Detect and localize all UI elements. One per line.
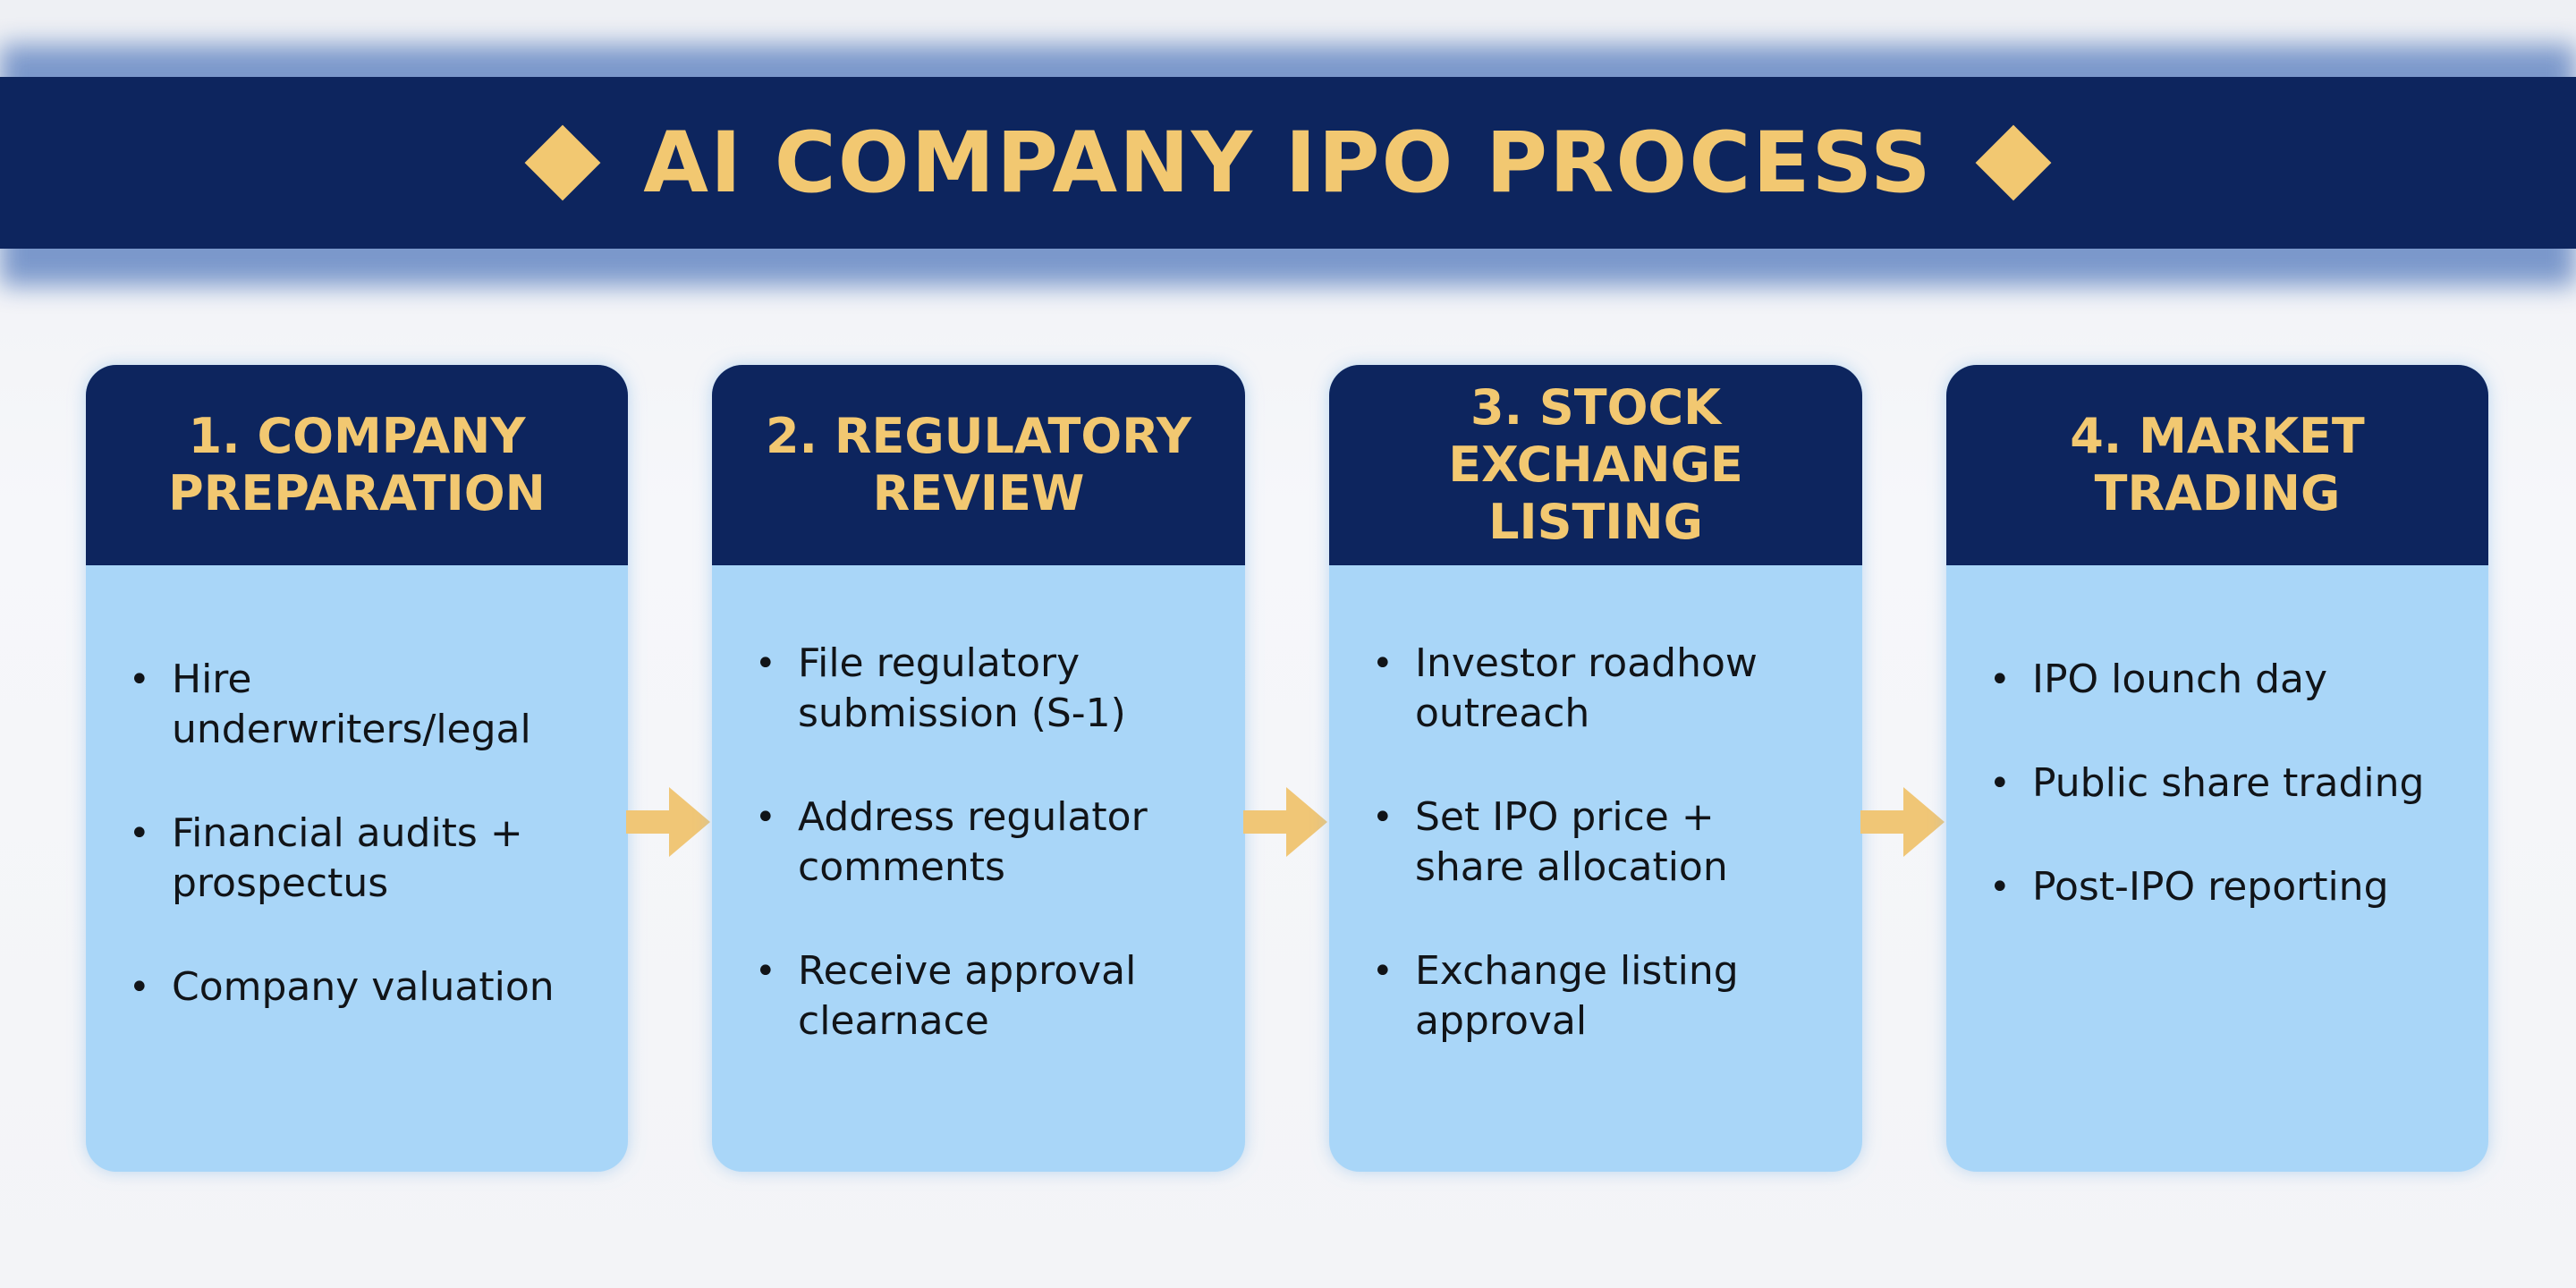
diamond-left-icon — [524, 124, 601, 201]
list-item: •File regulatory submission (S-1) — [755, 640, 1126, 736]
step-title-2: 2. REGULATORY REVIEW — [765, 408, 1191, 521]
list-item: •IPO lounch day — [1989, 655, 2453, 705]
step-header-4: 4. MARKET TRADING — [1946, 365, 2488, 565]
step-body-3: •Investor roadhow outreach •Set IPO pric… — [1329, 565, 1862, 1046]
step-card-2: 2. REGULATORY REVIEW •File regulatory su… — [712, 365, 1245, 1172]
list-item: •Set IPO price + share allocation — [1372, 794, 1728, 890]
arrow-right-icon — [1243, 787, 1327, 857]
step-header-2: 2. REGULATORY REVIEW — [712, 365, 1245, 565]
step-body-2: •File regulatory submission (S-1) •Addre… — [712, 565, 1245, 1046]
list-item: •Company valuation — [129, 962, 592, 1013]
step-card-1: 1. COMPANY PREPARATION •Hire underwriter… — [86, 365, 628, 1172]
step-card-3: 3. STOCK EXCHANGE LISTING •Investor road… — [1329, 365, 1862, 1172]
diamond-right-icon — [1975, 124, 2052, 201]
arrow-right-icon — [626, 787, 710, 857]
step-title-4: 4. MARKET TRADING — [2070, 408, 2365, 521]
arrow-right-icon — [1860, 787, 1945, 857]
list-item: •Financial audits + prospectus — [129, 810, 523, 906]
bullet-icon: • — [755, 951, 776, 992]
bullet-icon: • — [129, 659, 150, 700]
list-item: •Address regulator comments — [755, 794, 1148, 890]
step-title-3: 3. STOCK EXCHANGE LISTING — [1448, 379, 1743, 550]
list-item: •Hire underwriters/legal — [129, 657, 531, 752]
list-item: •Post-IPO reporting — [1989, 862, 2453, 912]
bullet-icon: • — [755, 643, 776, 684]
bullet-icon: • — [755, 797, 776, 838]
step-header-3: 3. STOCK EXCHANGE LISTING — [1329, 365, 1862, 565]
step-card-4: 4. MARKET TRADING •IPO lounch day •Publi… — [1946, 365, 2488, 1172]
step-body-1: •Hire underwriters/legal •Financial audi… — [86, 565, 628, 1013]
list-item: •Public share trading — [1989, 758, 2453, 809]
bullet-icon: • — [1372, 643, 1394, 684]
list-item: •Receive approval clearnace — [755, 948, 1137, 1044]
step-header-1: 1. COMPANY PREPARATION — [86, 365, 628, 565]
bullet-icon: • — [1989, 763, 2011, 804]
step-title-1: 1. COMPANY PREPARATION — [168, 408, 546, 521]
bullet-icon: • — [1372, 797, 1394, 838]
title-banner: AI COMPANY IPO PROCESS — [0, 77, 2576, 249]
bullet-icon: • — [1989, 867, 2011, 908]
bullet-icon: • — [1372, 951, 1394, 992]
step-body-4: •IPO lounch day •Public share trading •P… — [1946, 565, 2488, 912]
bullet-icon: • — [129, 813, 150, 854]
bullet-icon: • — [1989, 659, 2011, 700]
list-item: •Investor roadhow outreach — [1372, 640, 1758, 736]
list-item: •Exchange listing approval — [1372, 948, 1739, 1044]
bullet-icon: • — [129, 967, 150, 1008]
page-title: AI COMPANY IPO PROCESS — [643, 114, 1933, 212]
